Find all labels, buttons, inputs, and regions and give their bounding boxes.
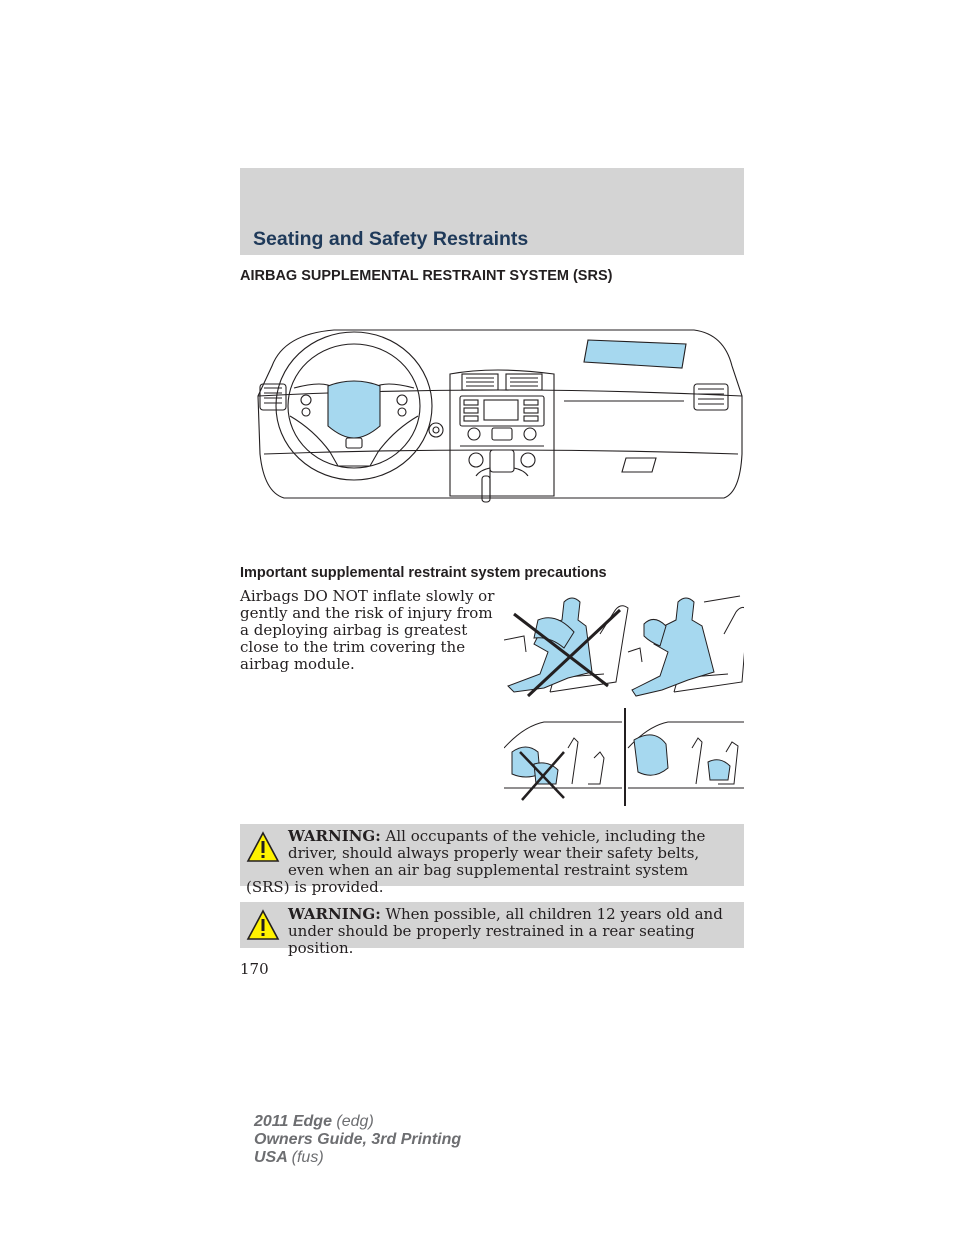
footer-region-code: (fus) [291,1149,324,1166]
footer-region: USA [254,1149,288,1166]
precautions-heading: Important supplemental restraint system … [240,565,607,581]
precautions-paragraph: Airbags DO NOT inflate slowly or gently … [240,587,495,673]
section-title: Seating and Safety Restraints [253,228,529,250]
warning-children-rear-seat: WARNING: When possible, all children 12 … [240,902,744,957]
warning-text: All occupants of the vehicle, including … [246,827,706,896]
page-number: 170 [240,960,269,978]
warning-label: WARNING: [288,827,381,845]
warning-safety-belts: WARNING: All occupants of the vehicle, i… [240,824,744,896]
footer-model: 2011 Edge [254,1113,332,1130]
footer-edition: 2011 Edge (edg) Owners Guide, 3rd Printi… [254,1113,461,1167]
warning-text: When possible, all children 12 years old… [288,905,723,957]
footer-guide: Owners Guide, 3rd Printing [254,1131,462,1148]
dashboard-airbag-illustration [257,329,743,503]
warning-triangle-icon [246,909,280,940]
warning-triangle-icon [246,831,280,862]
main-heading: AIRBAG SUPPLEMENTAL RESTRAINT SYSTEM (SR… [240,268,613,284]
child-seat-position-illustration [504,708,744,806]
footer-model-code: (edg) [336,1113,374,1130]
occupant-position-illustration [504,595,744,698]
header-band [240,168,744,255]
warning-label: WARNING: [288,905,381,923]
